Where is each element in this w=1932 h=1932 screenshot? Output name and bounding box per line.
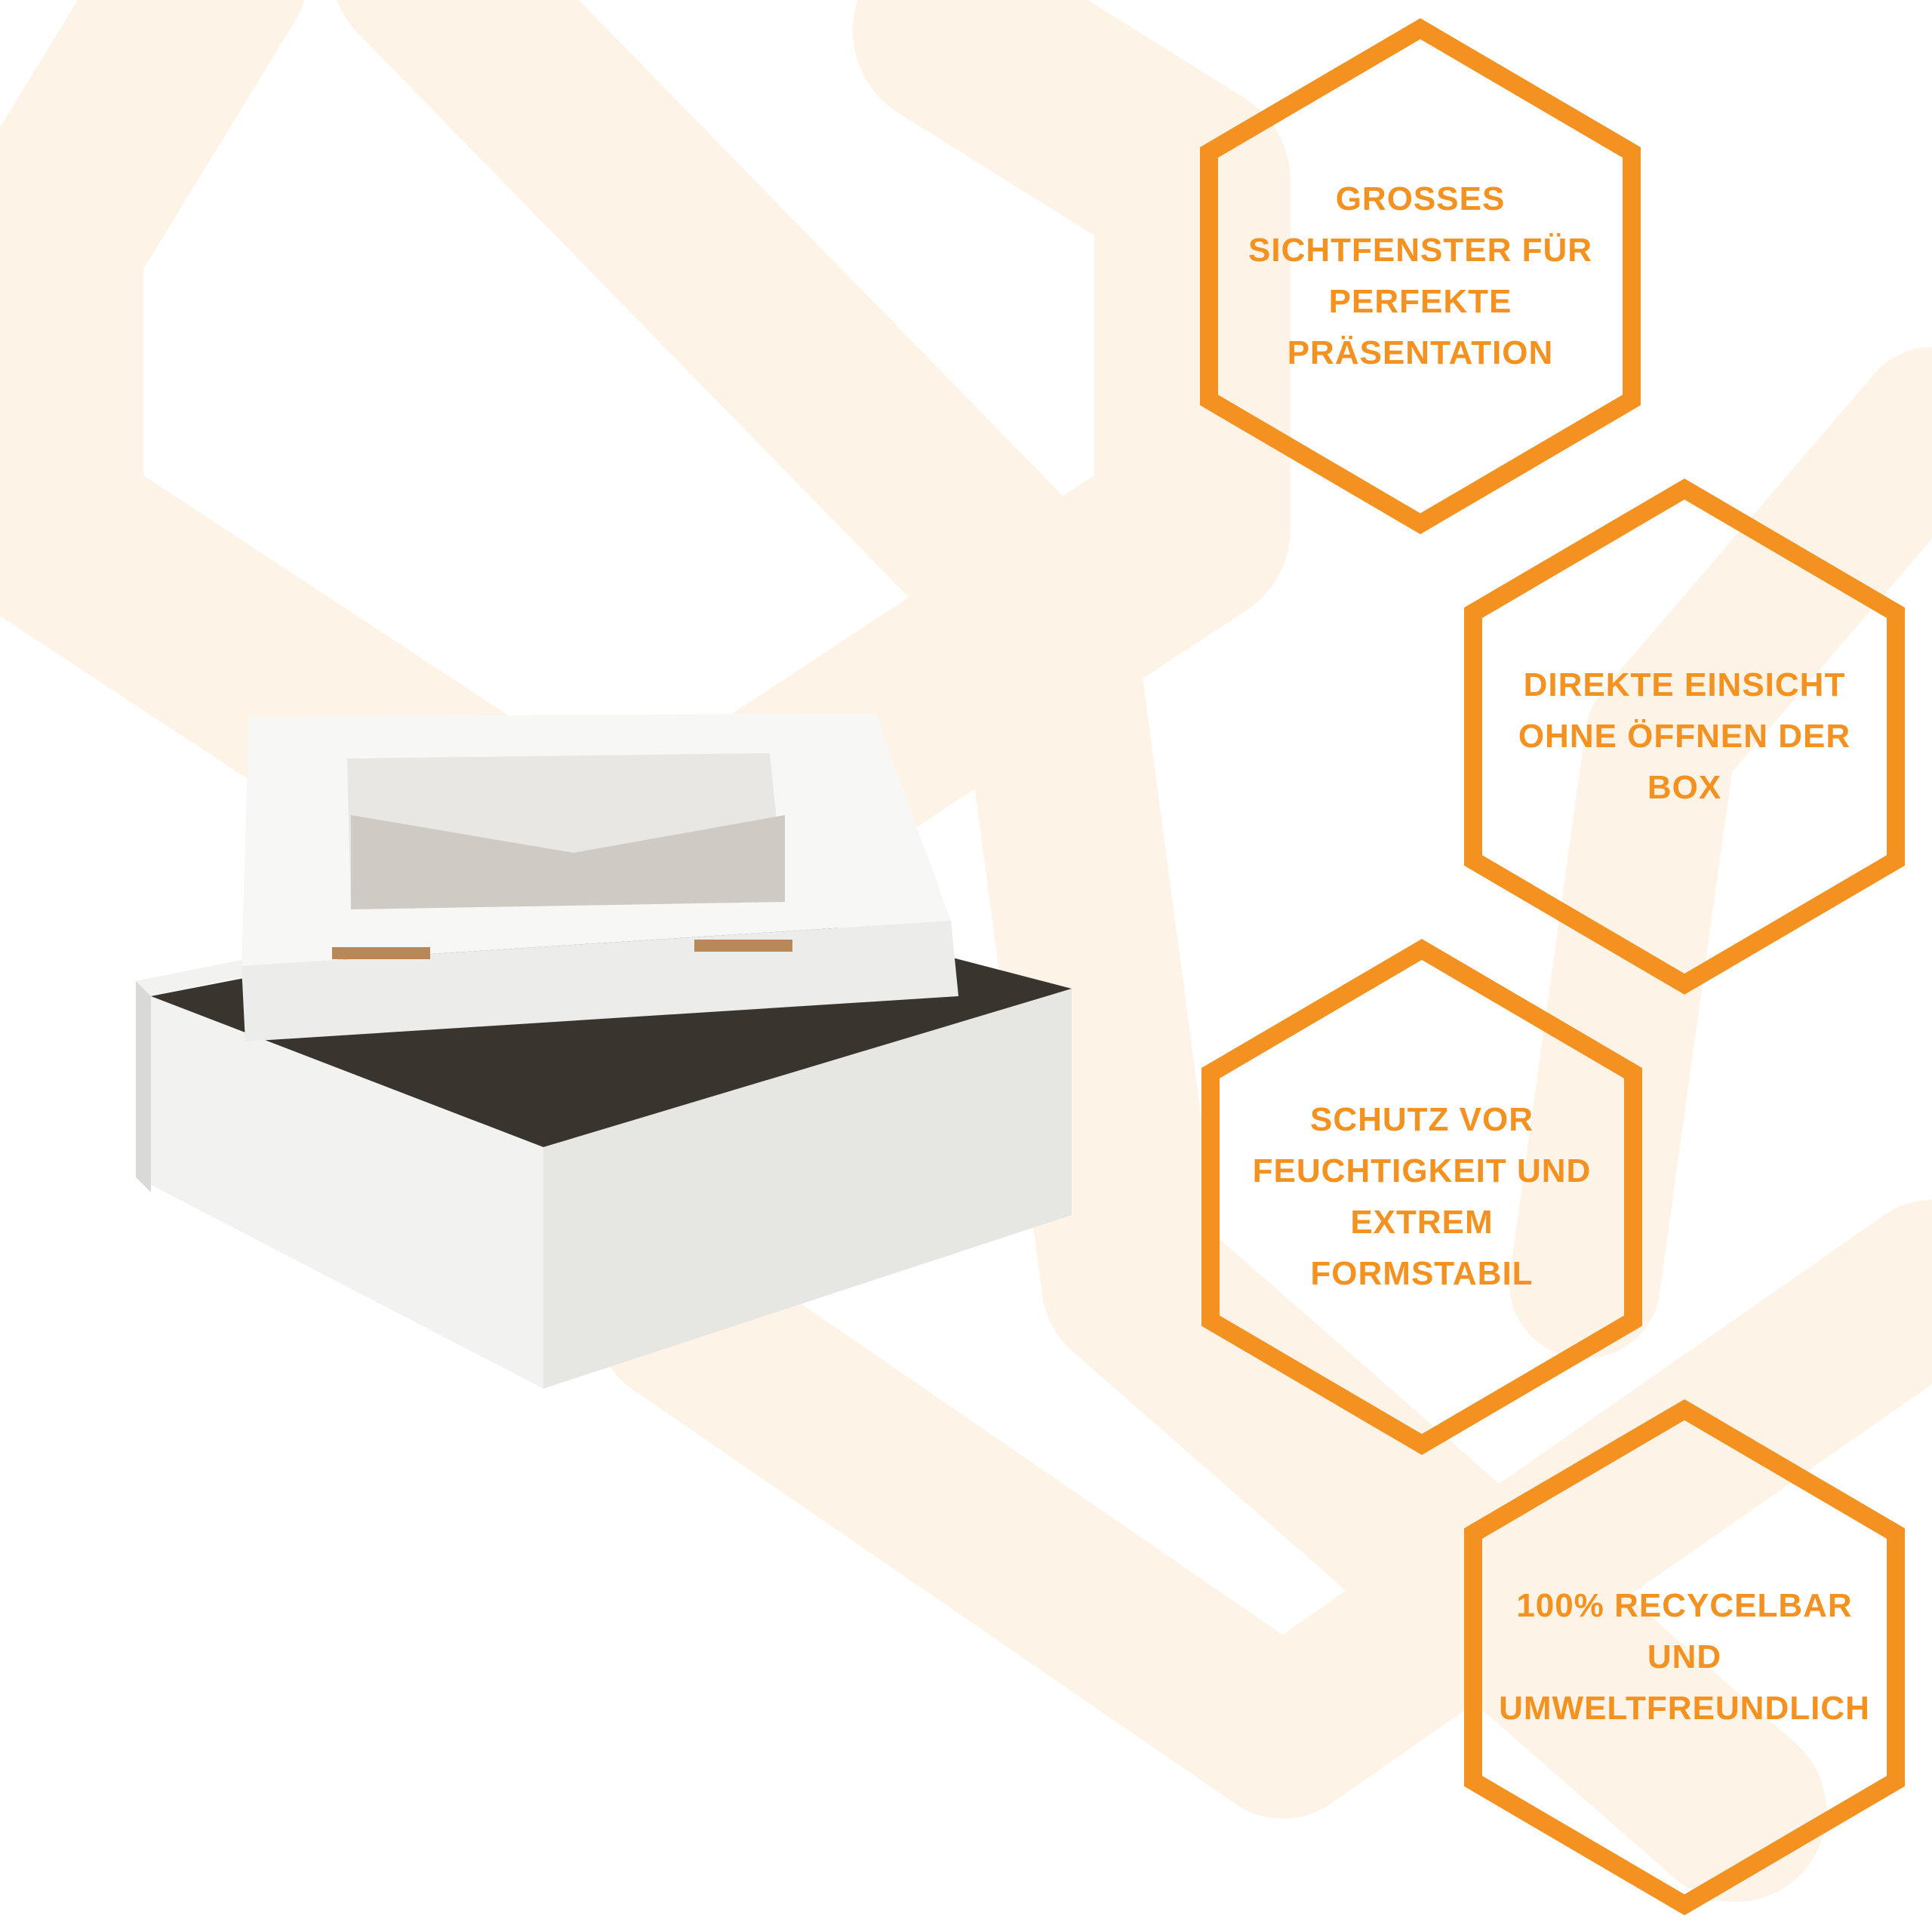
feature-text-direct-view: DIREKTE EINSICHT OHNE ÖFFNEN DER BOX	[1518, 666, 1851, 806]
hexagon-outline-icon	[1464, 1399, 1905, 1915]
feature-text-moisture-protection: SCHUTZ VOR FEUCHTIGKEIT UND EXTREM FORMS…	[1252, 1101, 1592, 1292]
hexagon-outline-icon	[1464, 478, 1905, 995]
feature-hexagon-viewing-window: GROSSES SICHTFENSTER FÜR PERFEKTE PRÄSEN…	[1194, 15, 1647, 537]
feature-hexagon-direct-view: DIREKTE EINSICHT OHNE ÖFFNEN DER BOX	[1458, 475, 1911, 998]
feature-text-recyclable: 100% RECYCELBAR UND UMWELTFREUNDLICH	[1499, 1587, 1870, 1727]
hexagon-outline-icon	[1200, 18, 1641, 534]
cake-box-with-window-image	[136, 713, 1072, 1389]
feature-hexagon-recyclable: 100% RECYCELBAR UND UMWELTFREUNDLICH	[1458, 1396, 1911, 1918]
hexagon-outline-icon	[1201, 939, 1642, 1455]
feature-text-viewing-window: GROSSES SICHTFENSTER FÜR PERFEKTE PRÄSEN…	[1248, 180, 1592, 371]
feature-hexagon-moisture-protection: SCHUTZ VOR FEUCHTIGKEIT UND EXTREM FORMS…	[1195, 936, 1648, 1458]
